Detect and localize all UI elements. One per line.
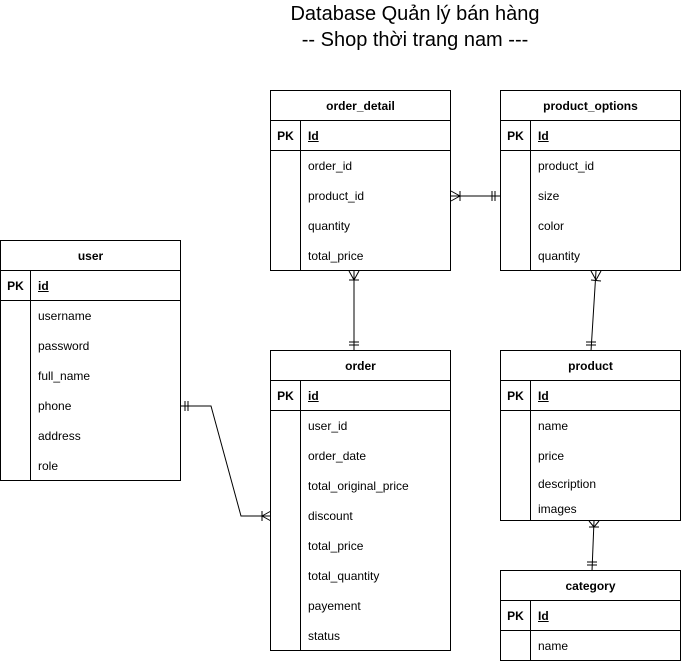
field: role: [38, 459, 59, 473]
pk-field: Id: [308, 128, 319, 143]
entity-header: user: [1, 241, 180, 271]
pk-label: PK: [271, 121, 301, 150]
field: quantity: [538, 249, 581, 263]
field: order_date: [308, 449, 367, 463]
pk-label: PK: [501, 121, 531, 150]
entity-user[interactable]: user PK id username password full_name p…: [0, 240, 181, 481]
pk-field: Id: [538, 388, 549, 403]
field: discount: [308, 509, 353, 523]
entity-product-options[interactable]: product_options PK Id product_id size co…: [500, 90, 681, 271]
relation-category-product: [587, 520, 600, 572]
primary-key-row: PK Id: [501, 121, 680, 151]
field-list: order_id product_id quantity total_price: [271, 151, 450, 271]
field: color: [538, 219, 565, 233]
field: username: [38, 309, 92, 323]
pk-field: id: [38, 278, 49, 293]
primary-key-row: PK id: [271, 381, 450, 411]
entity-order[interactable]: order PK id user_id order_date total_ori…: [270, 350, 451, 651]
field: payement: [308, 599, 361, 613]
primary-key-row: PK Id: [501, 601, 680, 631]
pk-label: PK: [1, 271, 31, 300]
field: total_price: [308, 249, 364, 263]
relation-product-options-order-detail: [450, 190, 501, 202]
field: images: [538, 501, 577, 516]
field: status: [308, 629, 341, 643]
relation-product-product-options: [586, 270, 602, 352]
diagram-title: Database Quản lý bán hàng: [290, 3, 540, 25]
field: phone: [38, 399, 72, 413]
pk-field: Id: [538, 608, 549, 623]
pk-label: PK: [501, 381, 531, 410]
relation-order-order-detail: [348, 270, 360, 351]
field: product_id: [538, 159, 595, 173]
field: quantity: [308, 219, 351, 233]
field: price: [538, 449, 565, 463]
field: full_name: [38, 369, 91, 383]
pk-label: PK: [501, 601, 531, 630]
field-list: product_id size color quantity: [501, 151, 680, 271]
entity-header: product_options: [501, 91, 680, 121]
entity-header: product: [501, 351, 680, 381]
field-list: user_id order_date total_original_price …: [271, 411, 450, 651]
field-list: name price description images: [501, 411, 680, 521]
primary-key-row: PK Id: [501, 381, 680, 411]
field-list: name: [501, 631, 680, 661]
entity-header: order: [271, 351, 450, 381]
field: address: [38, 429, 81, 443]
field: name: [538, 639, 569, 653]
entity-product[interactable]: product PK Id name price description ima…: [500, 350, 681, 521]
field: description: [538, 476, 597, 491]
entity-header: order_detail: [271, 91, 450, 121]
field: size: [538, 189, 560, 203]
entity-category[interactable]: category PK Id name: [500, 570, 681, 661]
relation-user-order: [181, 401, 272, 522]
field: total_original_price: [308, 479, 409, 493]
pk-field: id: [308, 388, 319, 403]
pk-label: PK: [271, 381, 301, 410]
entity-header: category: [501, 571, 680, 601]
field: total_price: [308, 539, 364, 553]
field: order_id: [308, 159, 353, 173]
entity-order-detail[interactable]: order_detail PK Id order_id product_id q…: [270, 90, 451, 271]
primary-key-row: PK id: [1, 271, 180, 301]
field: password: [38, 339, 90, 353]
field: name: [538, 419, 569, 433]
primary-key-row: PK Id: [271, 121, 450, 151]
pk-field: Id: [538, 128, 549, 143]
field: product_id: [308, 189, 365, 203]
field-list: username password full_name phone addres…: [1, 301, 180, 481]
field: user_id: [308, 419, 348, 433]
field: total_quantity: [308, 569, 380, 583]
diagram-subtitle: -- Shop thời trang nam ---: [301, 29, 529, 51]
